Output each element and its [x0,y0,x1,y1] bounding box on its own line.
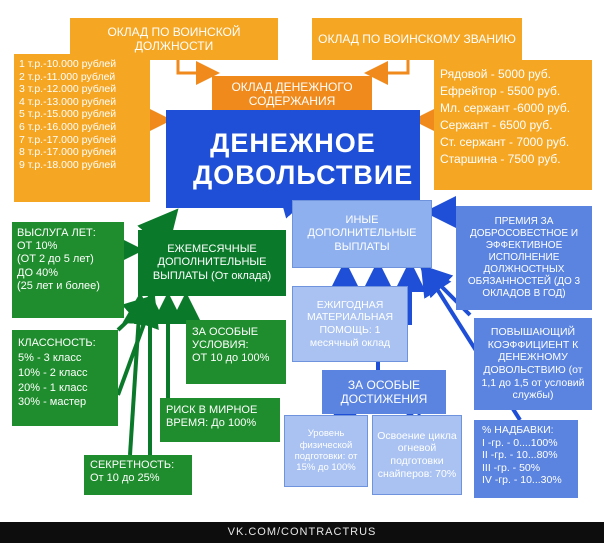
other-payments-label: ИНЫЕ ДОПОЛНИТЕЛЬНЫЕ ВЫПЛАТЫ [307,214,417,253]
allowance-box: % НАДБАВКИ: I -гр. - 0....100%II -гр. - … [474,420,578,498]
tariff-item: 1 т.р.-10.000 рублей [19,58,117,70]
class-box: КЛАССНОСТЬ: 5% - 3 класс 10% - 2 класс 20% … [12,330,118,426]
achievements-box: ЗА ОСОБЫЕ ДОСТИЖЕНИЯ [322,370,446,414]
rank-item: Рядовой - 5000 руб. [440,67,551,81]
seniority-line: ОТ 10% [17,240,58,253]
other-payments-box: ИНЫЕ ДОПОЛНИТЕЛЬНЫЕ ВЫПЛАТЫ [292,200,432,268]
pay-salary-label: ОКЛАД ДЕНЕЖНОГО СОДЕРЖАНИЯ [231,79,353,108]
tariff-item: 4 т.р.-13.000 рублей [19,95,117,108]
rank-salary-label: ОКЛАД ПО ВОИНСКОМУ ЗВАНИЮ [318,31,516,46]
class-list: КЛАССНОСТЬ: 5% - 3 класс 10% - 2 класс 20% … [18,336,112,410]
bonus-label: ПРЕМИЯ ЗА ДОБРОСОВЕСТНОЕ И ЭФФЕКТИВНОЕ И… [467,216,581,299]
allowance-title: % НАДБАВКИ: [482,424,554,436]
seniority-box: ВЫСЛУГА ЛЕТ:ОТ 10%(ОТ 2 до 5 лет)ДО 40%(… [12,222,124,318]
tariff-item: 2 т.р.-11.000 рублей [19,70,116,83]
position-salary-box: ОКЛАД ПО ВОИНСКОЙ ДОЛЖНОСТИ [70,18,278,60]
peace-risk-box: РИСК В МИРНОЕ ВРЕМЯ: До 100% [160,398,280,442]
special-conditions-line: ЗА ОСОБЫЕ УСЛОВИЯ: [192,326,259,352]
main-title-box: ДЕНЕЖНОЕ ДОВОЛЬСТВИЕ [166,110,420,208]
special-conditions-list: ЗА ОСОБЫЕ УСЛОВИЯ:ОТ 10 до 100% [192,326,280,366]
allowance-line: III -гр. - 50% [482,461,541,474]
allowance-line: I -гр. - 0....100% [482,436,558,449]
pay-salary-box: ОКЛАД ДЕНЕЖНОГО СОДЕРЖАНИЯ [212,76,372,112]
rank-salary-box: ОКЛАД ПО ВОИНСКОМУ ЗВАНИЮ [312,18,522,60]
peace-risk-line: РИСК В МИРНОЕ ВРЕМЯ: До 100% [166,404,258,430]
secrecy-list: СЕКРЕТНОСТЬ:От 10 до 25% [90,459,186,485]
seniority-line: ДО 40% [17,266,59,279]
tariff-item: 5 т.р.-15.000 рублей [19,108,117,121]
monthly-payments-label: ЕЖЕМЕСЯЧНЫЕ ДОПОЛНИТЕЛЬНЫЕ ВЫПЛАТЫ (От о… [152,243,272,282]
rank-item: Ст. сержант - 7000 руб. [440,135,570,150]
special-conditions-box: ЗА ОСОБЫЕ УСЛОВИЯ:ОТ 10 до 100% [186,320,286,384]
annual-help-label: ЕЖИГОДНАЯ МАТЕРИАЛЬНАЯ ПОМОЩЬ: 1 месячны… [306,298,394,349]
physical-training-box: Уровень физической подготовки: от 15% до… [284,415,368,487]
footer-watermark: VK.COM/CONTRACTRUS [0,522,604,543]
class-line: 20% - 1 класс [18,381,88,394]
tariff-item: 8 т.р.-17.000 рублей [19,146,117,159]
allowance-line: II -гр. - 10...80% [482,449,558,462]
position-salary-label: ОКЛАД ПО ВОИНСКОЙ ДОЛЖНОСТИ [107,24,241,53]
raising-coefficient-box: ПОВЫШАЮЩИЙ КОЭФФИЦИЕНТ К ДЕНЕЖНОМУ ДОВОЛ… [474,318,592,410]
special-conditions-line: ОТ 10 до 100% [192,352,270,365]
rank-item: Сержант - 6500 руб. [440,118,553,133]
raising-coefficient-label: ПОВЫШАЮЩИЙ КОЭФФИЦИЕНТ К ДЕНЕЖНОМУ ДОВОЛ… [481,326,585,402]
secrecy-box: СЕКРЕТНОСТЬ:От 10 до 25% [84,455,192,495]
monthly-payments-box: ЕЖЕМЕСЯЧНЫЕ ДОПОЛНИТЕЛЬНЫЕ ВЫПЛАТЫ (От о… [138,230,286,296]
class-line: 5% - 3 класс [18,351,82,364]
secrecy-line: СЕКРЕТНОСТЬ: [90,459,175,471]
class-line: 10% - 2 класс [18,366,88,379]
ranks-list-box: Рядовой - 5000 руб. Ефрейтор - 5500 руб. М… [434,60,592,190]
sniper-training-label: Освоение цикла огневой подготовки снайпе… [377,429,457,480]
rank-item: Ефрейтор - 5500 руб. [440,84,561,99]
achievements-label: ЗА ОСОБЫЕ ДОСТИЖЕНИЯ [340,377,428,406]
seniority-line: ВЫСЛУГА ЛЕТ: [17,227,96,239]
physical-training-label: Уровень физической подготовки: от 15% до… [294,428,358,474]
sniper-training-box: Освоение цикла огневой подготовки снайпе… [372,415,462,495]
tariff-item: 3 т.р.-12.000 рублей [19,83,117,96]
class-line: КЛАССНОСТЬ: [18,337,96,349]
ranks-list: Рядовой - 5000 руб. Ефрейтор - 5500 руб. М… [440,66,586,168]
rank-item: Старшина - 7500 руб. [440,152,561,167]
rank-item: Мл. сержант -6000 руб. [440,101,571,116]
tariff-item: 6 т.р.-16.000 рублей [19,120,117,133]
class-line: 30% - мастер [18,396,87,409]
seniority-line: (ОТ 2 до 5 лет) [17,253,94,266]
annual-help-box: ЕЖИГОДНАЯ МАТЕРИАЛЬНАЯ ПОМОЩЬ: 1 месячны… [292,286,408,362]
allowance-list: I -гр. - 0....100%II -гр. - 10...80%III … [482,437,570,487]
peace-risk-list: РИСК В МИРНОЕ ВРЕМЯ: До 100% [166,404,274,430]
secrecy-line: От 10 до 25% [90,472,160,485]
tariff-item: 9 т.р.-18.000 рублей [19,158,117,171]
allowance-line: IV -гр. - 10...30% [482,474,562,487]
seniority-line: (25 лет и более) [17,279,100,292]
bonus-box: ПРЕМИЯ ЗА ДОБРОСОВЕСТНОЕ И ЭФФЕКТИВНОЕ И… [456,206,592,310]
main-title: ДЕНЕЖНОЕ ДОВОЛЬСТВИЕ [193,127,414,190]
tariff-item: 7 т.р.-17.000 рублей [19,133,117,146]
seniority-list: ВЫСЛУГА ЛЕТ:ОТ 10%(ОТ 2 до 5 лет)ДО 40%(… [17,227,119,293]
